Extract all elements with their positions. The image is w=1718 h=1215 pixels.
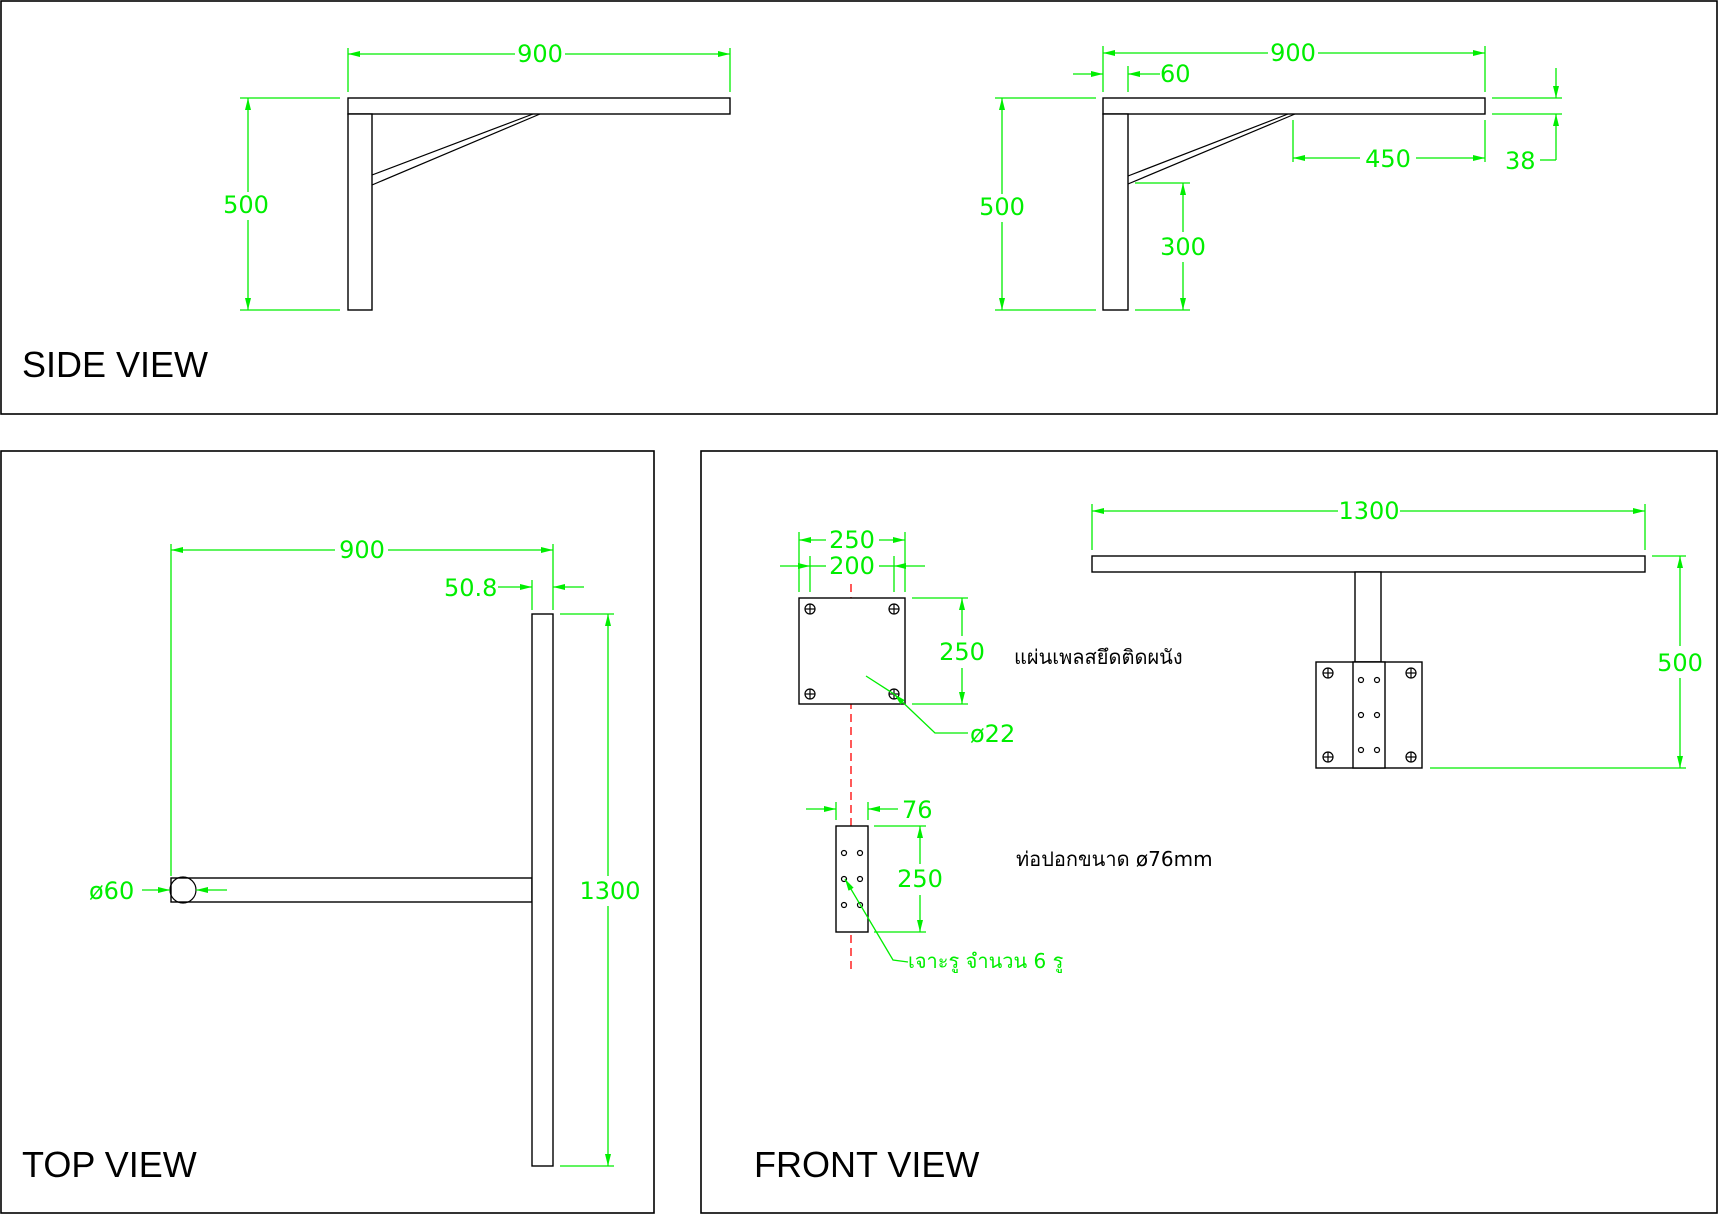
front-sleeve bbox=[1352, 661, 1386, 769]
dim-side-left-width: 900 bbox=[517, 40, 563, 68]
wall-plate-body bbox=[798, 597, 906, 705]
dim-front-plate-height: 250 bbox=[939, 638, 985, 666]
dim-side-right-brace-end: 450 bbox=[1365, 145, 1411, 173]
side-left-dims: 900 500 bbox=[223, 40, 731, 311]
dim-front-plate-inner: 200 bbox=[829, 552, 875, 580]
top-dims: 900 50.8 ø60 1300 bbox=[89, 536, 641, 1167]
side-right-top-bar bbox=[1102, 97, 1486, 115]
wall-plate-dims: 250 200 250 ø22 bbox=[780, 526, 1015, 748]
top-bracket bbox=[169, 613, 554, 1167]
side-right-dims: 900 60 500 450 38 bbox=[979, 39, 1562, 311]
wall-plate bbox=[798, 597, 906, 705]
dim-front-sleeve-height: 250 bbox=[897, 865, 943, 893]
front-view-label: FRONT VIEW bbox=[754, 1144, 979, 1185]
dim-front-sleeve-width: 76 bbox=[902, 796, 933, 824]
front-assembly bbox=[1091, 555, 1646, 769]
note-drill-holes: เจาะรู จำนวน 6 รู bbox=[908, 949, 1064, 974]
dim-top-pipe-dia: ø60 bbox=[89, 877, 134, 905]
sleeve-pipe bbox=[835, 825, 869, 933]
dim-top-width: 900 bbox=[339, 536, 385, 564]
note-wall-plate: แผ่นเพลสยึดติดผนัง bbox=[1014, 645, 1183, 669]
side-left-post bbox=[347, 113, 373, 311]
top-wall-bar bbox=[531, 613, 554, 1167]
dim-top-bar-width: 50.8 bbox=[444, 574, 497, 602]
side-left-bracket bbox=[347, 97, 731, 311]
front-arm bbox=[1354, 571, 1382, 663]
top-view-panel: TOP VIEW 900 50.8 ø60 bbox=[0, 450, 655, 1214]
side-view-label: SIDE VIEW bbox=[22, 344, 208, 385]
dim-side-right-offset: 60 bbox=[1160, 60, 1191, 88]
sleeve-pipe-body bbox=[835, 825, 869, 933]
note-sleeve-pipe: ท่อปอกขนาด ø76mm bbox=[1016, 847, 1213, 871]
dim-front-plate-outer: 250 bbox=[829, 526, 875, 554]
dim-side-right-brace-height: 300 bbox=[1160, 233, 1206, 261]
side-view-frame bbox=[0, 0, 1718, 415]
dim-side-right-height: 500 bbox=[979, 193, 1025, 221]
dim-side-right-thickness: 38 bbox=[1505, 147, 1536, 175]
front-sleeve-hole-icon bbox=[1357, 676, 1381, 754]
side-right-brace-b bbox=[1127, 113, 1296, 185]
sleeve-dims: 76 250 bbox=[806, 796, 943, 963]
top-view-label: TOP VIEW bbox=[22, 1144, 197, 1185]
front-view-frame bbox=[700, 450, 1718, 1214]
side-right-bracket bbox=[1102, 97, 1486, 311]
top-arm bbox=[170, 877, 533, 903]
top-view-frame bbox=[0, 450, 655, 1214]
front-assembly-dims: 1300 500 bbox=[1091, 497, 1703, 769]
side-right-brace-a bbox=[1127, 113, 1289, 177]
side-left-brace-b bbox=[371, 113, 541, 186]
dim-side-right-width: 900 bbox=[1270, 39, 1316, 67]
front-bolt-icon bbox=[1322, 667, 1417, 763]
side-right-post bbox=[1102, 113, 1129, 311]
front-view-panel: FRONT VIEW 250 bbox=[700, 450, 1718, 1214]
side-left-top-bar bbox=[347, 97, 731, 115]
dim-side-left-height: 500 bbox=[223, 191, 269, 219]
dim-front-hole-dia: ø22 bbox=[970, 720, 1015, 748]
dim-top-length: 1300 bbox=[579, 877, 640, 905]
side-left-brace-a bbox=[371, 113, 534, 176]
dim-front-bar-length: 1300 bbox=[1338, 497, 1399, 525]
front-top-bar bbox=[1091, 555, 1646, 573]
plate-bolt-icon bbox=[804, 603, 900, 700]
side-view-panel: SIDE VIEW 900 500 bbox=[0, 0, 1718, 415]
dim-front-height: 500 bbox=[1657, 649, 1703, 677]
